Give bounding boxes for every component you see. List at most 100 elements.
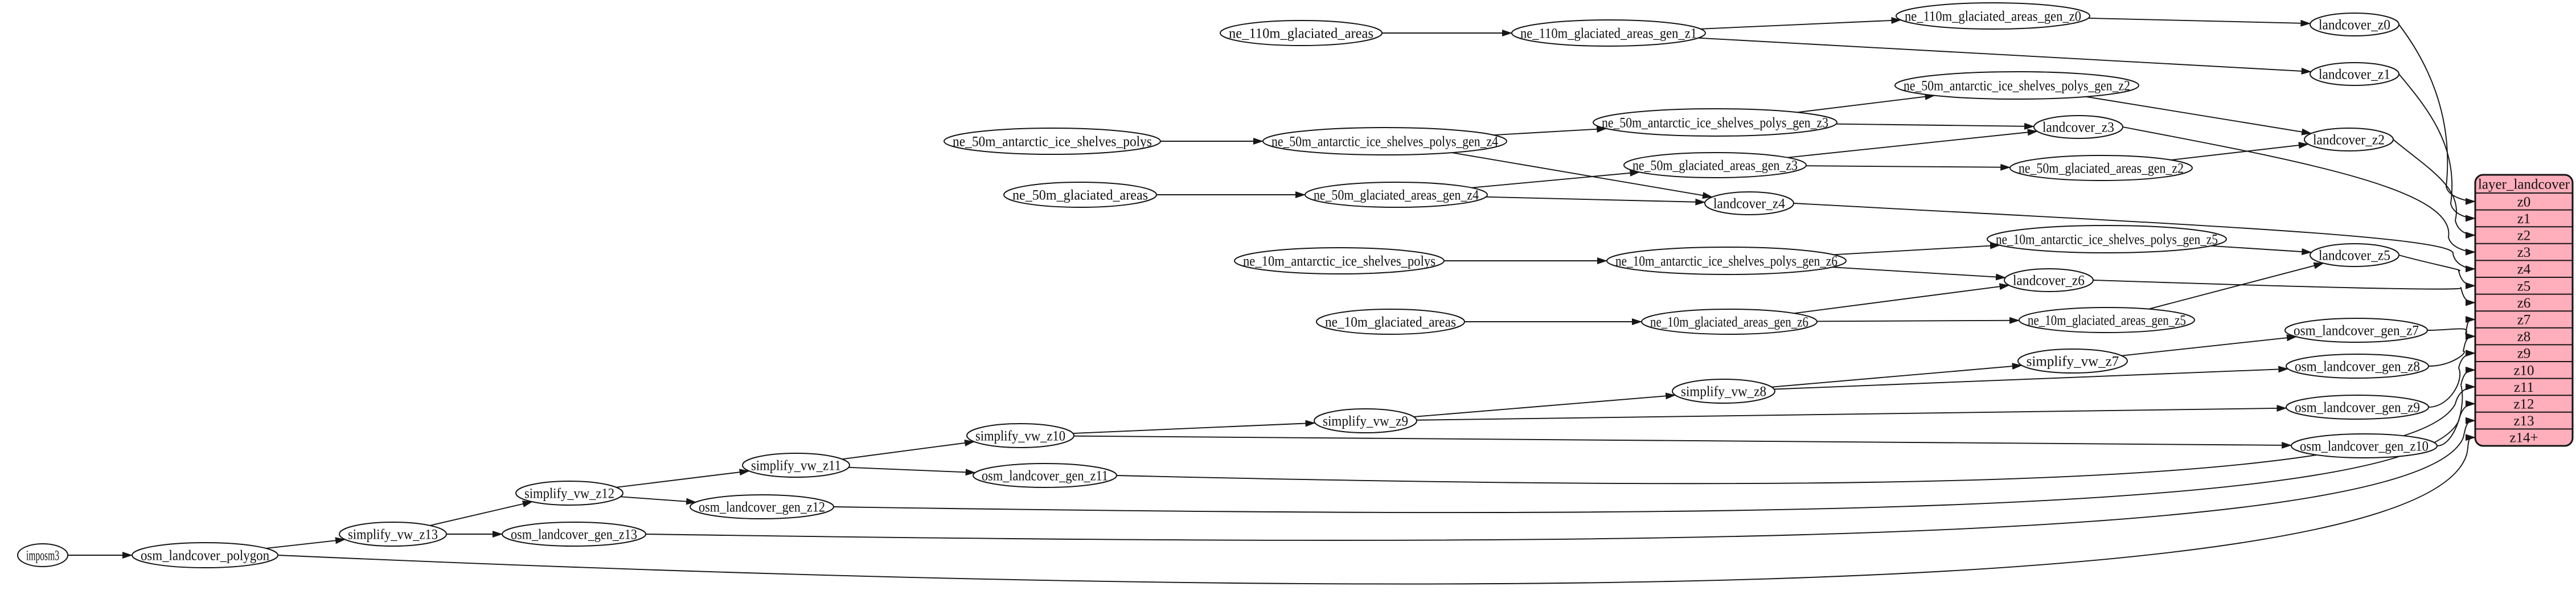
node-simplify_vw_z12-shape xyxy=(515,481,624,506)
node-ne_10m_glaciated_areas_gen_z5-shape xyxy=(2019,307,2195,333)
edge-ne_50m_antarctic_ice_shelves_polys_gen_z4-to-landcover_z4 xyxy=(1451,152,1713,199)
node-ne_50m_antarctic_ice_shelves_polys_gen_z2-shape xyxy=(1894,71,2139,100)
node-ne_50m_antarctic_ice_shelves_polys-label: ne_50m_antarctic_ice_shelves_polys xyxy=(953,134,1152,150)
node-ne_110m_glaciated_areas_gen_z0-shape xyxy=(1896,2,2090,30)
node-ne_50m_antarctic_ice_shelves_polys_gen_z3-shape xyxy=(1593,108,1837,137)
node-landcover_z1: landcover_z1 xyxy=(2310,62,2399,86)
node-landcover_z2: landcover_z2 xyxy=(2304,128,2394,151)
edge-landcover_z6-to-row-z6 xyxy=(2093,280,2476,306)
edge-simplify_vw_z7-to-osm_landcover_gen_z7 xyxy=(2121,334,2297,356)
node-ne_10m_glaciated_areas_gen_z5: ne_10m_glaciated_areas_gen_z5 xyxy=(2019,307,2195,333)
node-osm_landcover_gen_z12: osm_landcover_gen_z12 xyxy=(690,494,834,519)
node-simplify_vw_z10-shape xyxy=(966,423,1074,448)
node-landcover_z2-shape xyxy=(2304,128,2394,151)
edge-ne_50m_glaciated_areas_gen_z3-to-ne_50m_glaciated_areas_gen_z2 xyxy=(1806,163,2011,171)
node-simplify_vw_z9: simplify_vw_z9 xyxy=(1314,408,1417,433)
edge-ne_50m_antarctic_ice_shelves_polys_gen_z4-to-ne_50m_antarctic_ice_shelves_polys_gen_z3 xyxy=(1493,125,1607,136)
node-ne_110m_glaciated_areas_gen_z1-shape xyxy=(1511,19,1706,47)
node-ne_50m_glaciated_areas_gen_z4-label: ne_50m_glaciated_areas_gen_z4 xyxy=(1314,188,1479,203)
node-osm_landcover_gen_z13-label: osm_landcover_gen_z13 xyxy=(511,527,637,543)
node-ne_50m_glaciated_areas_gen_z3: ne_50m_glaciated_areas_gen_z3 xyxy=(1623,152,1807,178)
node-ne_50m_glaciated_areas-label: ne_50m_glaciated_areas xyxy=(1012,188,1148,203)
node-landcover_z3: landcover_z3 xyxy=(2033,115,2123,139)
node-osm_landcover_gen_z10: osm_landcover_gen_z10 xyxy=(2291,433,2438,458)
node-osm_landcover_gen_z12-shape xyxy=(690,494,834,519)
node-simplify_vw_z13: simplify_vw_z13 xyxy=(339,522,447,547)
node-simplify_vw_z13-label: simplify_vw_z13 xyxy=(348,527,438,543)
node-osm_landcover_polygon-label: osm_landcover_polygon xyxy=(141,548,269,564)
node-ne_110m_glaciated_areas-label: ne_110m_glaciated_areas xyxy=(1229,26,1373,42)
edge-landcover_z0-to-row-z0 xyxy=(2398,24,2476,205)
table-row-z8: z8 xyxy=(2517,329,2531,345)
edge-ne_10m_antarctic_ice_shelves_polys_gen_z6-to-landcover_z6 xyxy=(1832,266,2007,281)
table-row-z10: z10 xyxy=(2513,363,2534,378)
nodes-layer: imposm3 osm_landcover_polygon simplify_vw_… xyxy=(17,2,2438,568)
node-osm_landcover_gen_z7: osm_landcover_gen_z7 xyxy=(2284,318,2428,343)
node-ne_10m_antarctic_ice_shelves_polys_gen_z5: ne_10m_antarctic_ice_shelves_polys_gen_z… xyxy=(1987,225,2227,253)
edge-simplify_vw_z11-to-osm_landcover_gen_z11 xyxy=(848,466,976,476)
node-ne_110m_glaciated_areas_gen_z0: ne_110m_glaciated_areas_gen_z0 xyxy=(1896,2,2090,30)
edge-ne_50m_glaciated_areas_gen_z4-to-ne_50m_glaciated_areas_gen_z3 xyxy=(1471,169,1640,188)
edge-osm_landcover_polygon-to-row-z14+ xyxy=(277,434,2476,585)
edge-osm_landcover_gen_z8-to-row-z8 xyxy=(2428,333,2476,367)
node-ne_50m_antarctic_ice_shelves_polys_gen_z2: ne_50m_antarctic_ice_shelves_polys_gen_z… xyxy=(1894,71,2139,100)
node-ne_110m_glaciated_areas-shape xyxy=(1220,20,1383,46)
node-ne_50m_antarctic_ice_shelves_polys-shape xyxy=(944,128,1161,155)
node-osm_landcover_polygon-shape xyxy=(132,542,278,568)
node-simplify_vw_z12: simplify_vw_z12 xyxy=(515,481,624,506)
edge-simplify_vw_z10-to-osm_landcover_gen_z10 xyxy=(1073,435,2292,449)
edge-ne_50m_glaciated_areas_gen_z4-to-landcover_z4 xyxy=(1486,196,1706,206)
node-osm_landcover_gen_z11-label: osm_landcover_gen_z11 xyxy=(982,469,1108,484)
node-landcover_z1-shape xyxy=(2310,62,2399,86)
node-ne_10m_antarctic_ice_shelves_polys_gen_z6: ne_10m_antarctic_ice_shelves_polys_gen_z… xyxy=(1606,247,1847,275)
edge-ne_50m_antarctic_ice_shelves_polys_gen_z3-to-ne_50m_antarctic_ice_shelves_polys_gen_z2 xyxy=(1797,93,1935,113)
node-osm_landcover_gen_z10-shape xyxy=(2291,433,2438,458)
edge-simplify_vw_z11-to-simplify_vw_z10 xyxy=(842,439,975,460)
node-landcover_z0: landcover_z0 xyxy=(2310,13,2399,36)
edge-osm_landcover_polygon-to-simplify_vw_z13 xyxy=(266,537,346,549)
node-ne_10m_antarctic_ice_shelves_polys-label: ne_10m_antarctic_ice_shelves_polys xyxy=(1243,254,1435,269)
edge-landcover_z5-to-row-z5 xyxy=(2398,255,2476,289)
node-ne_50m_antarctic_ice_shelves_polys_gen_z3-label: ne_50m_antarctic_ice_shelves_polys_gen_z… xyxy=(1602,116,1828,131)
table-row-z11: z11 xyxy=(2514,380,2534,395)
node-simplify_vw_z10: simplify_vw_z10 xyxy=(966,423,1074,448)
edge-simplify_vw_z9-to-osm_landcover_gen_z9 xyxy=(1416,404,2287,421)
table-row-z1: z1 xyxy=(2517,211,2531,227)
node-ne_10m_antarctic_ice_shelves_polys_gen_z5-shape xyxy=(1987,225,2227,253)
node-osm_landcover_gen_z13: osm_landcover_gen_z13 xyxy=(502,522,646,547)
edge-simplify_vw_z8-to-simplify_vw_z7 xyxy=(1771,363,2023,388)
edge-ne_10m_antarctic_ice_shelves_polys_gen_z6-to-ne_10m_antarctic_ice_shelves_polys_gen_z5 xyxy=(1833,242,2000,256)
table-row-z13: z13 xyxy=(2513,413,2534,429)
node-landcover_z5: landcover_z5 xyxy=(2310,243,2399,267)
node-ne_50m_glaciated_areas-shape xyxy=(1003,182,1157,208)
node-simplify_vw_z9-label: simplify_vw_z9 xyxy=(1323,414,1408,429)
node-landcover_z6-shape xyxy=(2004,268,2094,292)
node-imposm3-label: imposm3 xyxy=(26,548,59,564)
node-ne_50m_antarctic_ice_shelves_polys_gen_z4-label: ne_50m_antarctic_ice_shelves_polys_gen_z… xyxy=(1271,134,1498,150)
edge-ne_50m_glaciated_areas_gen_z3-to-landcover_z3 xyxy=(1787,129,2038,158)
edge-landcover_z2-to-row-z2 xyxy=(2393,139,2476,239)
table-row-z0: z0 xyxy=(2517,194,2531,210)
node-osm_landcover_gen_z8-label: osm_landcover_gen_z8 xyxy=(2295,359,2420,375)
node-landcover_z0-shape xyxy=(2310,13,2399,36)
node-ne_110m_glaciated_areas_gen_z1: ne_110m_glaciated_areas_gen_z1 xyxy=(1511,19,1706,47)
node-simplify_vw_z9-shape xyxy=(1314,408,1417,433)
node-osm_landcover_gen_z7-shape xyxy=(2284,318,2428,343)
node-landcover_z6-label: landcover_z6 xyxy=(2013,273,2085,289)
node-ne_50m_glaciated_areas_gen_z3-label: ne_50m_glaciated_areas_gen_z3 xyxy=(1632,158,1798,174)
edge-ne_10m_glaciated_areas_gen_z6-to-ne_10m_glaciated_areas_gen_z5 xyxy=(1816,317,2020,324)
node-landcover_z5-shape xyxy=(2310,243,2399,267)
node-osm_landcover_gen_z9-shape xyxy=(2286,395,2429,420)
node-osm_landcover_gen_z11-shape xyxy=(973,463,1117,488)
node-osm_landcover_gen_z9: osm_landcover_gen_z9 xyxy=(2286,395,2429,420)
node-landcover_z5-label: landcover_z5 xyxy=(2319,248,2390,264)
node-ne_50m_antarctic_ice_shelves_polys: ne_50m_antarctic_ice_shelves_polys xyxy=(944,128,1161,155)
edge-landcover_z4-to-row-z4 xyxy=(1793,203,2476,273)
node-ne_10m_antarctic_ice_shelves_polys_gen_z6-shape xyxy=(1606,247,1847,275)
node-ne_50m_glaciated_areas_gen_z2: ne_50m_glaciated_areas_gen_z2 xyxy=(2009,155,2193,181)
node-ne_10m_glaciated_areas_gen_z6: ne_10m_glaciated_areas_gen_z6 xyxy=(1641,309,1818,335)
node-simplify_vw_z12-label: simplify_vw_z12 xyxy=(524,486,614,502)
node-landcover_z6: landcover_z6 xyxy=(2004,268,2094,292)
